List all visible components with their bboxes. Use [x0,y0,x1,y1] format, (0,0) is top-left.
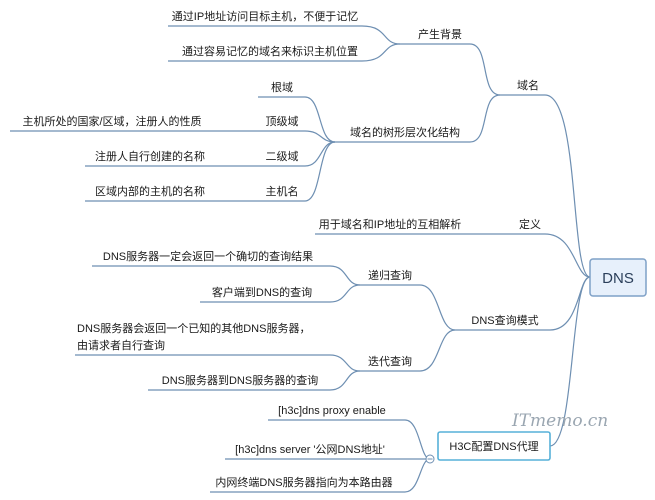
link-query-recursive [419,284,456,331]
connector-lines [10,25,591,493]
watermark-text: ITmemo.cn [511,411,608,431]
link-tree-level-0 [258,96,336,143]
recursive-item-1: 客户端到DNS的查询 [212,285,312,299]
link-background-item-0 [168,25,401,45]
tree-level-1-desc: 主机所处的国家/区域，注册人的性质 [22,114,201,128]
tree-level-3-desc: 区域内部的主机的名称 [95,184,205,198]
definition-desc: 用于域名和IP地址的互相解析 [319,217,461,231]
link-background-item-1 [168,43,401,62]
branch-definition-label[interactable]: 定义 [519,217,541,231]
iterative-label[interactable]: 迭代查询 [368,354,412,368]
iterative-item-1: DNS服务器到DNS服务器的查询 [162,373,318,387]
link-root-h3c [549,276,591,447]
background-label[interactable]: 产生背景 [418,27,462,41]
iterative-item-0-line-2: 由请求者自行查询 [77,338,165,352]
link-root-query [549,276,591,331]
branch-query-label[interactable]: DNS查询模式 [471,313,538,327]
link-recursive-item-1 [200,284,361,303]
recursive-label[interactable]: 递归查询 [368,268,412,282]
h3c-item-2: 内网终端DNS服务器指向为本路由器 [215,475,392,489]
link-tree-level-3 [258,141,336,202]
root-label: DNS [602,270,634,287]
h3c-node-box[interactable] [437,431,551,461]
h3c-item-1: [h3c]dns server '公网DNS地址' [235,442,385,456]
tree-level-2-desc: 注册人自行创建的名称 [95,149,205,163]
link-domain-tree [469,94,501,143]
link-iterative-item-1 [148,370,361,391]
tree-label[interactable]: 域名的树形层次化结构 [350,125,460,139]
background-item-1: 通过容易记忆的域名来标识主机位置 [182,44,358,58]
iterative-item-0-line-1: DNS服务器会返回一个已知的其他DNS服务器， [77,321,310,335]
link-root-definition [544,233,591,278]
branch-h3c-label: H3C配置DNS代理 [449,440,538,453]
link-domain-background [469,43,501,96]
link-tree-level-1 [258,130,336,143]
tree-level-2-label[interactable]: 二级域 [266,150,299,163]
branch-domain-label[interactable]: 域名 [517,78,539,92]
link-iterative-item-0 [75,354,361,372]
background-item-0: 通过IP地址访问目标主机，不便于记忆 [172,9,358,23]
link-query-iterative [419,329,456,372]
h3c-item-0: [h3c]dns proxy enable [278,405,386,417]
link-root-domain [544,94,591,278]
tree-level-3-label[interactable]: 主机名 [266,184,299,198]
root-node[interactable] [589,258,647,297]
tree-level-0-label[interactable]: 根域 [271,80,293,94]
link-recursive-item-0 [92,265,361,286]
tree-level-1-label[interactable]: 顶级域 [266,115,299,128]
recursive-item-0: DNS服务器一定会返回一个确切的查询结果 [103,249,313,263]
